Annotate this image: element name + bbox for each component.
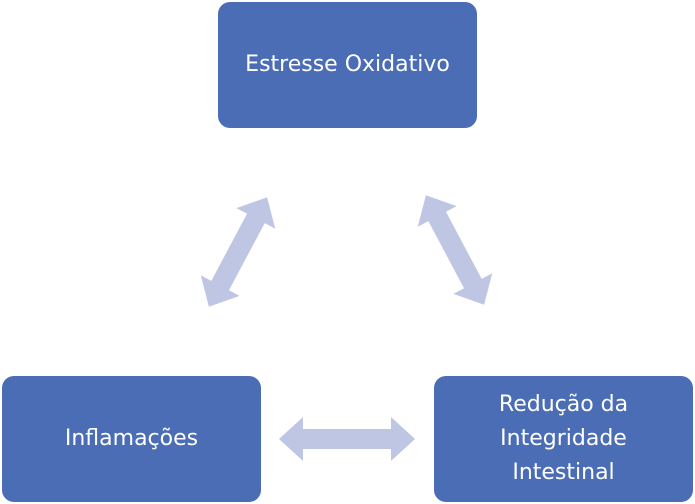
node-estresse-oxidativo: Estresse Oxidativo [218,2,477,128]
node-estresse-oxidativo-label: Estresse Oxidativo [245,52,450,77]
node-inflamacoes-label: Inflamações [64,426,199,451]
node-reducao-line-1: Redução da [498,392,629,417]
arrow-oxidative-integrity [417,195,493,305]
node-reducao-line-3: Intestinal [512,460,615,485]
node-inflamacoes: Inflamações [2,376,261,502]
node-reducao-line-2: Integridade [500,426,627,451]
node-reducao-integridade: Redução da Integridade Intestinal [434,376,693,502]
arrow-oxidative-inflammation [200,197,276,307]
arrow-inflammation-integrity [279,417,415,461]
